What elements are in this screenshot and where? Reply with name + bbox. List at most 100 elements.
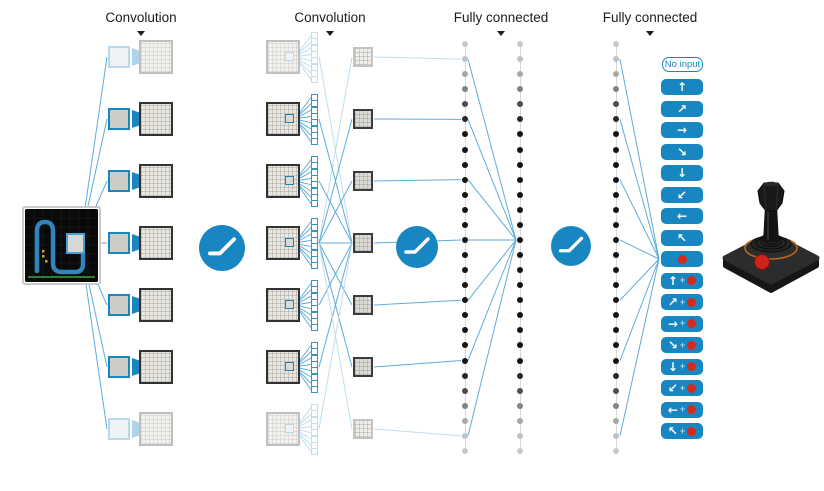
fc-unit-dot (613, 56, 619, 63)
fc-unit-dot (613, 432, 619, 439)
connection-line (467, 119, 517, 241)
fc-unit-dot (462, 252, 468, 259)
fc-unit-dot (613, 252, 619, 259)
conv1-feature-map (139, 102, 173, 136)
layer-label-4-arrow-marker (646, 31, 654, 36)
direction-arrow-icon: ↗ (676, 101, 688, 116)
fc-unit-dot (613, 447, 619, 454)
connection-line (318, 56, 353, 244)
conv1-feature-map (139, 164, 173, 198)
direction-arrow-icon: ↑ (676, 80, 688, 94)
fc-unit-dot (517, 161, 523, 168)
fc-unit-dot (517, 402, 523, 409)
plus-symbol: + (679, 275, 686, 285)
layer-label-3: Fully connected (453, 10, 549, 25)
conv2-output-map (353, 357, 373, 377)
fc-unit-dot (517, 191, 523, 198)
fc-unit-dot (462, 71, 468, 78)
fc-unit-dot (462, 327, 468, 334)
relu-curve-glyph (208, 237, 236, 256)
fire-button-icon (687, 297, 697, 307)
connection-line (373, 299, 462, 306)
fc-unit-dot (462, 161, 468, 168)
conv1-patch (108, 356, 130, 378)
fc-unit-dot (462, 131, 468, 138)
fc-unit-dot (517, 282, 523, 289)
action-button-down: ↓ (661, 165, 703, 181)
direction-arrow-icon: → (667, 316, 678, 331)
fc-unit-dot (462, 312, 468, 319)
action-button-up-left-fire: ↖+ (661, 423, 703, 439)
fc-unit-dot (613, 417, 619, 424)
action-button-up-left: ↖ (661, 229, 703, 246)
fc-unit-dot (613, 402, 619, 409)
conv2-feature-map (266, 164, 300, 198)
game-screen-input (22, 206, 101, 285)
fc-unit-dot (517, 176, 523, 183)
connection-line (619, 258, 660, 361)
plus-symbol: + (679, 382, 686, 393)
fc-unit-dot (462, 297, 468, 304)
conv2-unit (311, 386, 318, 394)
connection-line (619, 119, 660, 260)
connection-line (318, 242, 353, 368)
fc-unit-dot (462, 417, 468, 424)
conv2-feature-map (266, 288, 300, 322)
plus-symbol: + (679, 318, 686, 328)
fc-unit-dot (462, 432, 468, 439)
conv2-map-patch (285, 424, 294, 433)
fc-unit-dot (613, 86, 619, 93)
no-input-action-button: No input (662, 57, 703, 72)
layer-label-2: Convolution (294, 10, 366, 25)
fc-unit-dot (517, 86, 523, 93)
fc-unit-dot (462, 387, 468, 394)
connection-line (467, 239, 517, 361)
fc-unit-dot (517, 71, 523, 78)
action-button-up-fire: ↑+ (661, 272, 703, 289)
fc-unit-dot (462, 447, 468, 454)
fire-button-icon (687, 276, 697, 285)
fc-unit-dot (517, 116, 523, 123)
direction-arrow-icon: ↖ (676, 230, 688, 245)
conv1-patch (108, 418, 130, 440)
action-button-fire (661, 251, 703, 267)
connection-line (619, 58, 660, 260)
fc2-column-axis (615, 44, 617, 451)
conv2-output-map (353, 171, 373, 191)
fc-unit-dot (462, 282, 468, 289)
fc-unit-dot (613, 357, 619, 364)
action-button-up-right: ↗ (661, 100, 703, 117)
fc-unit-dot (517, 447, 523, 454)
conv2-map-patch (285, 176, 294, 185)
fire-button-icon (687, 340, 697, 350)
conv1-patch (108, 294, 130, 316)
fire-button-icon (677, 254, 687, 264)
direction-arrow-icon: ↘ (667, 338, 678, 352)
connection-line (619, 239, 660, 260)
fc-unit-dot (517, 101, 523, 108)
conv2-unit (311, 200, 318, 208)
fc-unit-dot (517, 327, 523, 334)
fc-unit-dot (613, 236, 619, 243)
connection-line (373, 179, 462, 182)
joystick-fire-button (754, 254, 770, 270)
fc-unit-dot (613, 206, 619, 213)
fc-unit-dot (613, 41, 619, 47)
fc-unit-dot (517, 56, 523, 63)
fc-unit-dot (613, 221, 619, 228)
fc-unit-dot (462, 267, 468, 274)
connection-line (373, 360, 462, 368)
relu-curve-glyph (404, 237, 430, 254)
fire-button-icon (687, 319, 697, 328)
fc-unit-dot (613, 327, 619, 334)
action-button-up: ↑ (661, 79, 703, 95)
fc-unit-dot (613, 116, 619, 123)
fc-unit-dot (462, 402, 468, 409)
fc1-lines (467, 58, 517, 437)
game-pickup-dots (42, 250, 48, 263)
relu-activation-icon (396, 226, 438, 268)
atari-joystick-illustration (722, 181, 820, 293)
fc-unit-dot (613, 146, 619, 153)
fc-unit-dot (462, 56, 468, 63)
conv1-patch (108, 108, 130, 130)
